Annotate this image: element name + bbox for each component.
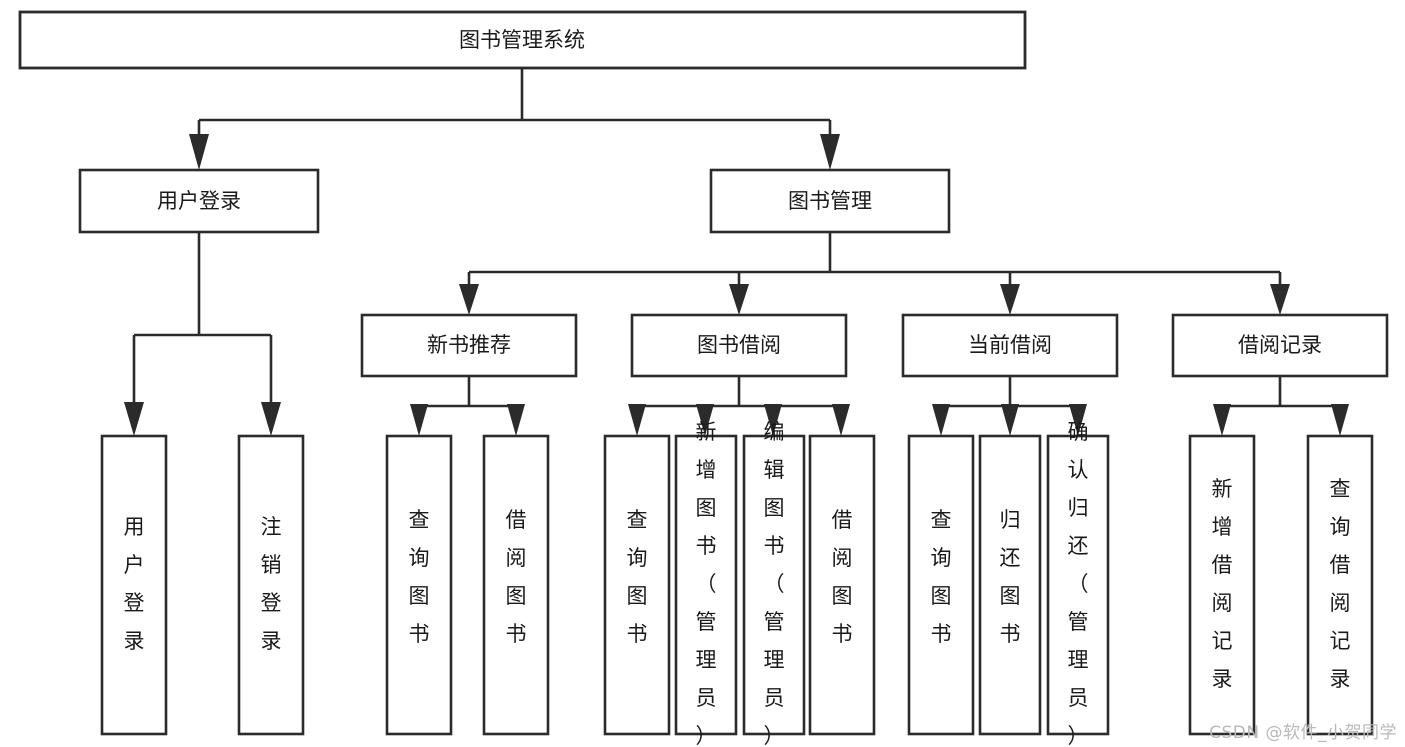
- arrow-leaf-logout-login: [261, 402, 281, 436]
- node-leaf-query-record[interactable]: 查询借阅记录: [1306, 434, 1374, 736]
- node-leaf-add-book-box[interactable]: [674, 434, 738, 736]
- arrow-leaf-borrow-book-1: [507, 404, 525, 436]
- node-leaf-borrow-book-1-label: 借阅图书: [506, 508, 527, 646]
- node-new-book-recommend-label: 新书推荐: [427, 333, 511, 357]
- node-leaf-query-book-1-box[interactable]: [385, 434, 453, 736]
- arrow-leaf-edit-book: [764, 404, 782, 436]
- arrow-leaf-query-record: [1331, 404, 1349, 436]
- arrow-borrow-record: [1270, 284, 1290, 315]
- node-leaf-query-book-2-box[interactable]: [603, 434, 671, 736]
- arrow-leaf-add-book: [696, 404, 714, 436]
- arrow-to-book-manage: [820, 134, 840, 170]
- node-leaf-logout-login-box[interactable]: [237, 434, 305, 736]
- node-leaf-add-book[interactable]: 新增图书（管理员）: [674, 420, 738, 747]
- arrow-leaf-query-book-3: [932, 404, 950, 436]
- node-user-login[interactable]: 用户登录: [78, 168, 320, 234]
- node-leaf-return-book-label: 归还图书: [1000, 508, 1021, 646]
- node-leaf-borrow-book-2-label: 借阅图书: [832, 508, 853, 646]
- node-borrow-record-label: 借阅记录: [1238, 333, 1322, 357]
- arrow-leaf-query-book-1: [410, 404, 428, 436]
- arrow-leaf-return-book: [1001, 404, 1019, 436]
- arrow-new-book-recommend: [459, 284, 479, 315]
- node-leaf-user-login-box[interactable]: [100, 434, 168, 736]
- node-leaf-query-book-2-label: 查询图书: [627, 508, 648, 646]
- node-leaf-query-book-3[interactable]: 查询图书: [907, 434, 975, 736]
- arrow-leaf-confirm-return: [1069, 404, 1087, 436]
- node-user-login-box[interactable]: [78, 168, 320, 234]
- arrow-leaf-user-login: [124, 402, 144, 436]
- node-leaf-confirm-return[interactable]: 确认归还（管理员）: [1046, 420, 1110, 747]
- node-leaf-borrow-book-1-box[interactable]: [482, 434, 550, 736]
- arrow-book-borrow: [729, 284, 749, 315]
- csdn-watermark: CSDN @软件_小贺同学: [1209, 723, 1397, 743]
- node-leaf-return-book[interactable]: 归还图书: [978, 434, 1042, 736]
- node-leaf-query-book-1[interactable]: 查询图书: [385, 434, 453, 736]
- node-leaf-add-record-label: 新增借阅记录: [1212, 477, 1233, 691]
- node-borrow-record-box[interactable]: [1171, 313, 1389, 378]
- node-leaf-borrow-book-2[interactable]: 借阅图书: [808, 434, 876, 736]
- arrow-leaf-add-record: [1213, 404, 1231, 436]
- node-current-borrow-label: 当前借阅: [968, 333, 1052, 357]
- node-root-label: 图书管理系统: [459, 28, 585, 52]
- node-book-manage[interactable]: 图书管理: [709, 168, 951, 234]
- node-borrow-record[interactable]: 借阅记录: [1171, 313, 1389, 378]
- node-leaf-logout-login-label: 注销登录: [261, 515, 282, 653]
- arrow-leaf-query-book-2: [628, 404, 646, 436]
- node-book-borrow-box[interactable]: [630, 313, 848, 378]
- node-new-book-recommend[interactable]: 新书推荐: [360, 313, 578, 378]
- node-book-borrow-label: 图书借阅: [697, 333, 781, 357]
- node-leaf-borrow-book-2-box[interactable]: [808, 434, 876, 736]
- node-new-book-recommend-box[interactable]: [360, 313, 578, 378]
- node-leaf-query-book-1-label: 查询图书: [409, 508, 430, 646]
- node-user-login-label: 用户登录: [157, 189, 241, 213]
- node-leaf-borrow-book-1[interactable]: 借阅图书: [482, 434, 550, 736]
- node-leaf-add-record-box[interactable]: [1188, 434, 1256, 736]
- node-leaf-edit-book[interactable]: 编辑图书（管理员）: [742, 420, 806, 747]
- node-leaf-add-record[interactable]: 新增借阅记录: [1188, 434, 1256, 736]
- arrow-current-borrow: [1000, 284, 1020, 315]
- node-leaf-user-login-label: 用户登录: [124, 515, 145, 653]
- arrow-leaf-borrow-book-2: [832, 404, 850, 436]
- node-leaf-confirm-return-box[interactable]: [1046, 434, 1110, 736]
- node-leaf-user-login[interactable]: 用户登录: [100, 434, 168, 736]
- node-leaf-confirm-return-label: 确认归还（管理员）: [1068, 420, 1089, 747]
- node-leaf-query-record-label: 查询借阅记录: [1330, 477, 1351, 691]
- node-book-borrow[interactable]: 图书借阅: [630, 313, 848, 378]
- node-leaf-query-book-3-label: 查询图书: [931, 508, 952, 646]
- node-leaf-query-record-box[interactable]: [1306, 434, 1374, 736]
- node-current-borrow[interactable]: 当前借阅: [901, 313, 1119, 378]
- node-current-borrow-box[interactable]: [901, 313, 1119, 378]
- node-leaf-add-book-label: 新增图书（管理员）: [696, 420, 717, 747]
- connectors-group: [124, 68, 1349, 436]
- node-leaf-logout-login[interactable]: 注销登录: [237, 434, 305, 736]
- arrow-to-user-login: [189, 134, 209, 170]
- node-leaf-query-book-3-box[interactable]: [907, 434, 975, 736]
- node-root[interactable]: 图书管理系统: [18, 10, 1027, 70]
- node-book-manage-box[interactable]: [709, 168, 951, 234]
- node-leaf-edit-book-label: 编辑图书（管理员）: [764, 420, 785, 747]
- node-leaf-return-book-box[interactable]: [978, 434, 1042, 736]
- node-book-manage-label: 图书管理: [788, 189, 872, 213]
- node-leaf-query-book-2[interactable]: 查询图书: [603, 434, 671, 736]
- node-leaf-edit-book-box[interactable]: [742, 434, 806, 736]
- node-root-box[interactable]: [18, 10, 1027, 70]
